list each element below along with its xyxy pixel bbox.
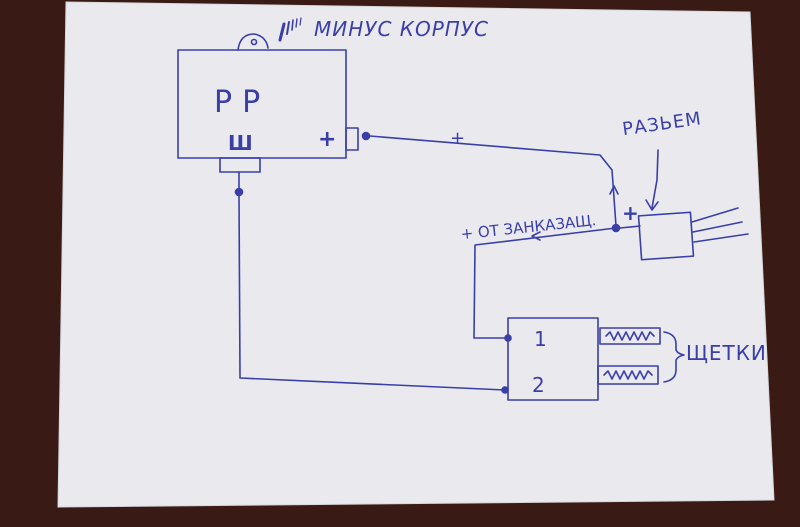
connector-wire-2 bbox=[692, 221, 743, 233]
connector-plus-label: + bbox=[622, 201, 639, 225]
field-terminal-dot bbox=[234, 187, 244, 197]
connector-pointer-arrow bbox=[645, 199, 659, 211]
brush-pin-1-dot bbox=[504, 334, 512, 342]
regulator-box bbox=[177, 49, 347, 159]
brush-pin-1-label: 1 bbox=[534, 327, 547, 351]
brushes-brace bbox=[663, 331, 685, 383]
paper-sheet bbox=[57, 1, 775, 508]
regulator-label: РР bbox=[214, 85, 270, 120]
brush-pin-2-label: 2 bbox=[532, 373, 545, 397]
wire-regulator-plus-to-connector bbox=[369, 135, 617, 227]
brush-lower bbox=[597, 365, 659, 385]
ground-label: МИНУС КОРПУС bbox=[314, 17, 489, 41]
connector-wire-3 bbox=[693, 233, 749, 243]
wire-arrow-up bbox=[609, 185, 619, 195]
wire-connector-to-brush-1 bbox=[473, 227, 617, 339]
wire-plus-label: + bbox=[450, 128, 465, 149]
regulator-plus-terminal-stub bbox=[345, 127, 359, 151]
connector-body bbox=[637, 211, 695, 261]
ground-symbol-icon bbox=[278, 17, 302, 42]
connector-stub bbox=[619, 225, 641, 229]
regulator-plus-terminal-dot bbox=[361, 131, 371, 141]
regulator-field-terminal-stub bbox=[219, 157, 261, 173]
field-terminal-label: Ш bbox=[228, 131, 253, 155]
brush-upper-spring bbox=[605, 331, 655, 341]
brush-upper bbox=[599, 327, 661, 345]
wire-arrow-left bbox=[531, 231, 541, 241]
brush-holder-box bbox=[507, 317, 599, 401]
connector-plus-dot bbox=[611, 223, 621, 233]
wire-field-to-brush-2 bbox=[238, 195, 506, 391]
ground-lug-hole bbox=[250, 38, 258, 46]
brush-pin-2-dot bbox=[501, 386, 509, 394]
ground-lug bbox=[237, 33, 269, 51]
regulator-plus-label: + bbox=[318, 127, 336, 152]
brushes-label: ЩЕТКИ bbox=[686, 341, 767, 365]
connector-pointer bbox=[651, 149, 659, 209]
brush-lower-spring bbox=[603, 370, 653, 380]
connector-wire-1 bbox=[691, 207, 739, 223]
